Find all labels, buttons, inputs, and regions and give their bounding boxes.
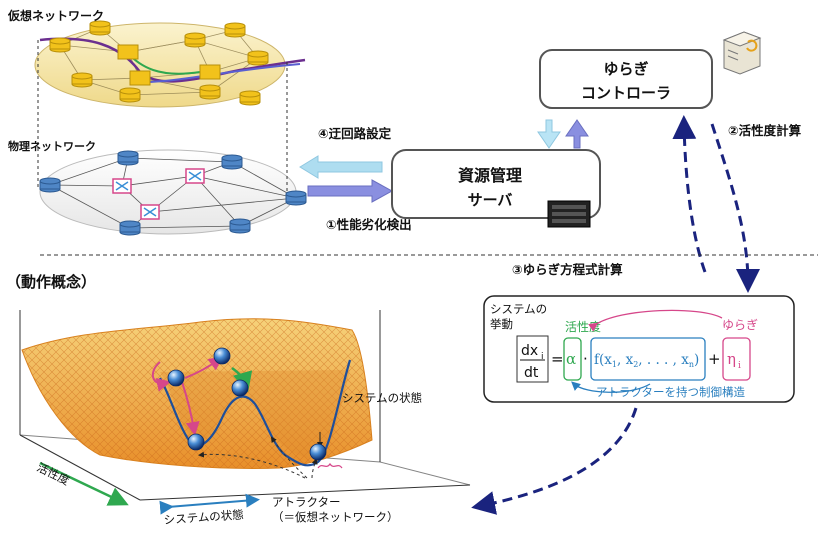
fluctuation-arrow-1 <box>151 361 171 392</box>
ball-icon <box>231 379 249 397</box>
eq-close: ) <box>694 352 699 368</box>
resource-management-server: 資源管理 サーバ <box>391 149 601 228</box>
fluctuation-link-arrow <box>588 309 723 332</box>
step2-label: ②活性度計算 <box>728 123 802 138</box>
state-ball-group <box>167 347 327 461</box>
physical-node <box>117 150 139 166</box>
server-label-line2: サーバ <box>468 191 513 209</box>
server-label-line1: 資源管理 <box>458 166 522 185</box>
virtual-node <box>247 50 269 66</box>
state-axis-label: システムの状態 <box>163 507 244 527</box>
eq-subn: n <box>689 360 694 369</box>
physical-node-group <box>39 150 307 236</box>
eq-func: f(x <box>594 352 612 368</box>
energy-landscape <box>19 310 471 501</box>
virtual-router <box>129 70 151 86</box>
virtual-node <box>71 72 93 88</box>
small-fluctuation <box>317 462 343 469</box>
eq-eta: η <box>727 350 736 368</box>
step3-label: ③ゆらぎ方程式計算 <box>512 262 623 277</box>
virtual-node <box>119 87 141 103</box>
eq-args-rest: , x <box>617 352 634 368</box>
eq-sub1: 1 <box>612 360 617 369</box>
svg-text:f(x1, x2, . . . , xn): f(x1, x2, . . . , xn) <box>594 352 699 369</box>
ball-icon <box>213 347 231 365</box>
system-behavior-line1: システムの <box>490 302 547 316</box>
physical-node <box>39 177 61 193</box>
eq-dot: · <box>583 350 588 368</box>
degradation-arrow <box>307 179 394 203</box>
activity-term-label: 活性度 <box>565 319 601 334</box>
controller-label-line2: コントローラ <box>581 84 671 102</box>
concept-title: （動作概念） <box>6 273 96 291</box>
virtual-node <box>224 22 246 38</box>
controller-down-arrow <box>537 119 561 149</box>
fluctuation-controller: ゆらぎ コントローラ <box>539 31 762 109</box>
state-axis-arrow <box>159 493 260 515</box>
virtual-node <box>239 90 261 106</box>
ball-icon <box>167 369 185 387</box>
virtual-network-layer <box>34 22 306 108</box>
eq-lhs-numerator-sub: i <box>541 352 544 362</box>
landscape-state-label: システムの状態 <box>342 391 422 405</box>
virtual-router <box>117 44 139 60</box>
eq-lhs-denominator: dt <box>524 365 539 381</box>
system-behavior-line2: 挙動 <box>490 317 513 331</box>
step4-label: ④迂回路設定 <box>318 126 392 141</box>
eq-lhs-numerator: dx <box>521 343 538 359</box>
eq-sub2: 2 <box>633 360 638 369</box>
virtual-node-group <box>49 20 269 106</box>
virtual-network-label: 仮想ネットワーク <box>7 8 104 23</box>
structure-link-arrow <box>571 381 651 393</box>
ball-icon <box>309 443 327 461</box>
dashed-arrow-up <box>672 115 707 273</box>
physical-node <box>119 220 141 236</box>
eq-equals: = <box>551 350 564 368</box>
fluctuation-term-label: ゆらぎ <box>722 318 758 332</box>
equation-panel: システムの 挙動 活性度 ゆらぎ dx i dt = α · f(x1, x2,… <box>483 295 795 403</box>
server-icon <box>722 31 762 75</box>
controller-up-arrow <box>565 119 589 149</box>
eq-plus: + <box>708 350 721 368</box>
physical-network-label: 物理ネットワーク <box>8 139 96 153</box>
eq-alpha: α <box>566 350 576 368</box>
attractor-structure-label: アトラクターを持つ制御構造 <box>596 385 746 399</box>
switch-glyph <box>143 207 157 217</box>
virtual-node <box>199 84 221 100</box>
eq-ellipsis: , . . . , x <box>638 352 689 368</box>
attractor-label-line2: （＝仮想ネットワーク） <box>272 510 399 524</box>
physical-node <box>285 190 307 206</box>
virtual-node <box>89 20 111 36</box>
virtual-router <box>199 64 221 80</box>
activity-axis-label: 活性度 <box>35 460 73 488</box>
ball-icon <box>187 433 205 451</box>
attractor-label-line1: アトラクター <box>272 495 341 509</box>
fluctuation-arrow-3 <box>181 381 200 436</box>
switch-glyph <box>188 171 202 181</box>
dashed-arrow-down <box>710 123 760 293</box>
virtual-node <box>49 37 71 53</box>
eq-eta-sub: i <box>738 361 741 371</box>
virtual-node <box>184 32 206 48</box>
reroute-arrow <box>299 155 383 179</box>
switch-glyph <box>115 181 129 191</box>
dashed-arrow-left <box>471 407 638 515</box>
physical-node <box>221 154 243 170</box>
physical-node <box>229 218 251 234</box>
step1-label: ①性能劣化検出 <box>326 217 412 232</box>
controller-label-line1: ゆらぎ <box>603 60 648 78</box>
rack-server-icon <box>547 200 591 228</box>
activity-axis-arrow <box>39 461 129 506</box>
